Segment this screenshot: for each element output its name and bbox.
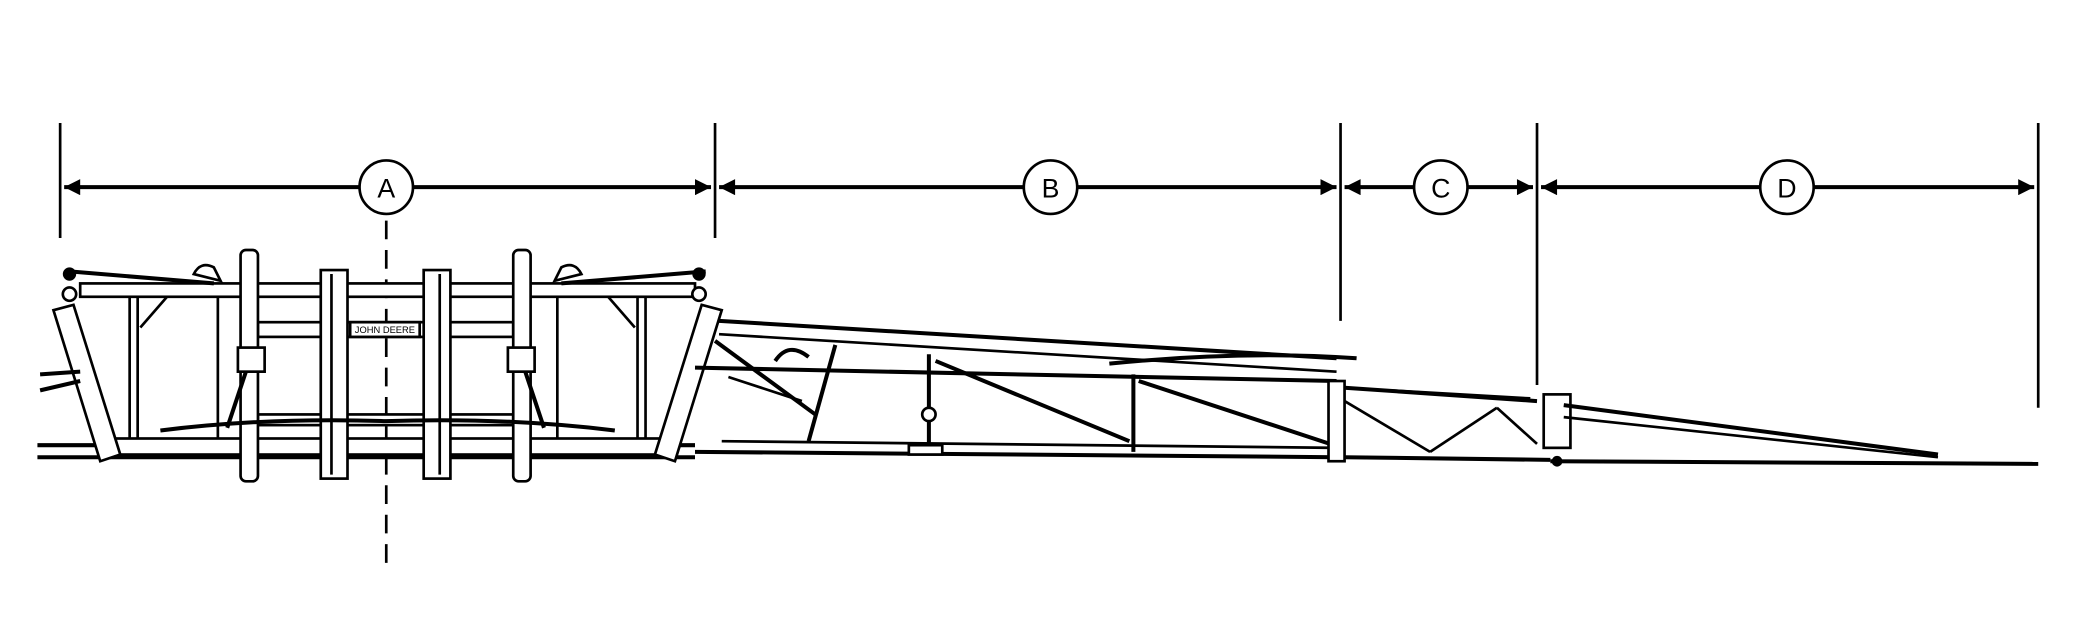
dimension-label-d: D	[1758, 159, 1816, 216]
dimension-label-b: B	[1022, 159, 1079, 216]
outer-boom-section	[1550, 403, 2039, 466]
extension-lines	[58, 122, 2040, 408]
svg-text:JOHN DEERE: JOHN DEERE	[355, 325, 415, 335]
middle-boom-section	[1327, 379, 1572, 467]
dimension-label-c: C	[1412, 159, 1469, 216]
dimension-label-a: A	[358, 159, 415, 216]
svg-text:B: B	[1042, 173, 1060, 203]
svg-text:A: A	[377, 173, 395, 203]
inner-boom-section	[694, 318, 1357, 460]
svg-text:C: C	[1431, 173, 1450, 203]
center-frame: JOHN DEERE	[37, 248, 724, 483]
svg-text:D: D	[1777, 173, 1796, 203]
